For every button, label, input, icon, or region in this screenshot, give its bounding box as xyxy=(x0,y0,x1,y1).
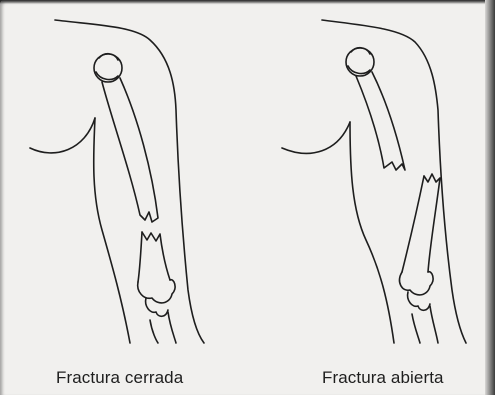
open-inner-arm xyxy=(350,122,394,343)
open-chest-line xyxy=(282,122,350,153)
closed-humerus-lower xyxy=(142,232,170,280)
closed-fracture-arm xyxy=(30,20,204,343)
open-elbow xyxy=(400,272,433,295)
closed-inner-arm xyxy=(94,118,130,343)
closed-humerus-upper xyxy=(102,78,158,222)
open-arm-outline xyxy=(322,20,466,343)
open-humerus-lower xyxy=(424,174,440,272)
open-fracture-arm xyxy=(282,20,466,343)
closed-arm-outline xyxy=(55,20,204,343)
open-humerus-upper xyxy=(356,72,405,170)
closed-elbow xyxy=(138,280,175,303)
caption-closed-fracture: Fractura cerrada xyxy=(56,368,183,388)
closed-chest-line xyxy=(30,118,95,153)
caption-open-fracture: Fractura abierta xyxy=(322,368,444,388)
